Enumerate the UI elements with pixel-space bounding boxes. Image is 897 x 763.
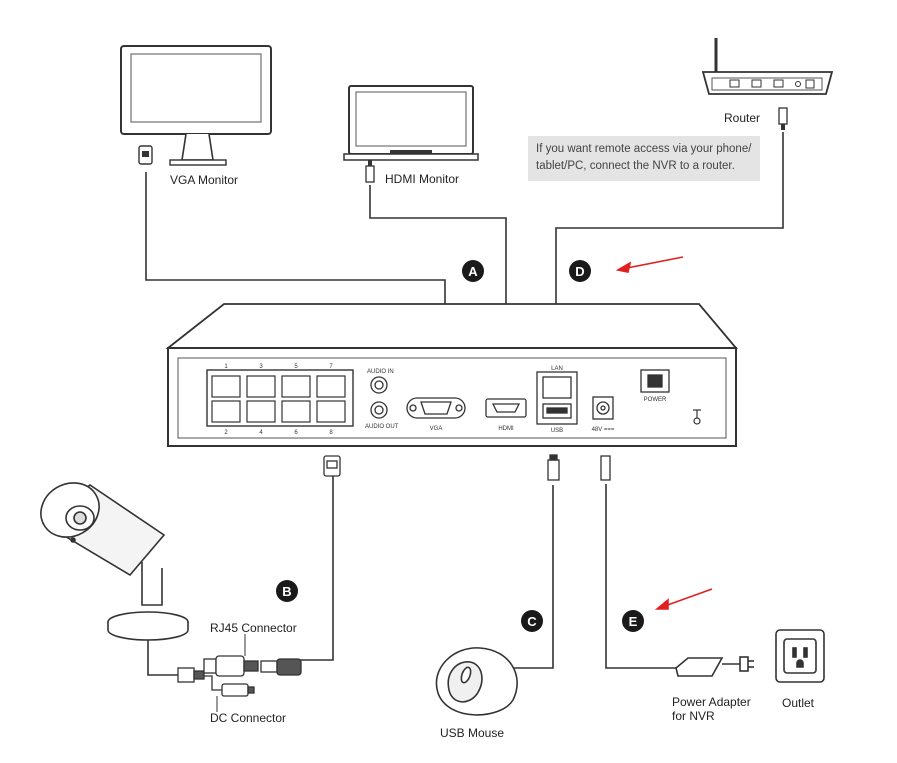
camera-lead	[147, 628, 178, 676]
marker-e: E	[622, 610, 644, 632]
hdmi-cable	[369, 185, 507, 308]
vga-cable	[145, 172, 446, 306]
connector-leader-lines	[216, 634, 246, 712]
ground-icon	[693, 409, 701, 425]
hdmi-port	[485, 398, 527, 418]
power-adapter-label-line2: for NVR	[672, 709, 715, 723]
svg-text:7: 7	[329, 364, 333, 370]
outlet-icon	[775, 629, 825, 683]
red-arrow-d	[615, 256, 684, 273]
svg-text:B: B	[282, 584, 291, 599]
svg-text:5: 5	[294, 364, 298, 370]
red-arrow-e	[654, 588, 713, 610]
svg-text:USB: USB	[551, 428, 563, 434]
router-remote-access-note: If you want remote access via your phone…	[528, 136, 760, 181]
marker-a: A	[462, 260, 484, 282]
svg-text:3: 3	[259, 364, 263, 370]
power-switch	[640, 369, 670, 393]
usb-mouse-cable	[512, 485, 554, 669]
svg-text:E: E	[629, 614, 638, 629]
camera-cable	[300, 475, 334, 661]
svg-text:D: D	[575, 264, 584, 279]
vga-monitor	[120, 45, 272, 166]
power-adapter	[675, 656, 754, 677]
poe-ports	[206, 369, 354, 427]
lan-usb-ports	[536, 371, 578, 425]
vga-port	[406, 397, 466, 419]
vga-monitor-label: VGA Monitor	[170, 173, 238, 187]
dc-in-port	[592, 396, 614, 420]
dc-connector-label: DC Connector	[210, 711, 286, 725]
router-note-line1: If you want remote access via your phone…	[536, 143, 752, 155]
lan-cable	[555, 132, 784, 308]
cables	[145, 132, 784, 676]
svg-text:8: 8	[329, 430, 333, 436]
usb-mouse	[435, 647, 518, 716]
svg-text:6: 6	[294, 430, 298, 436]
power-adapter-label-line1: Power Adapter	[672, 695, 751, 709]
usb-mouse-label: USB Mouse	[440, 726, 504, 740]
outlet-label: Outlet	[782, 696, 815, 710]
hdmi-monitor-label: HDMI Monitor	[385, 172, 459, 186]
hdmi-monitor	[343, 85, 479, 183]
svg-text:4: 4	[259, 430, 263, 436]
rj45-connector-label: RJ45 Connector	[210, 621, 297, 635]
svg-text:1: 1	[224, 364, 228, 370]
power-cable	[605, 484, 676, 669]
svg-text:AUDIO OUT: AUDIO OUT	[365, 424, 399, 430]
svg-text:VGA: VGA	[430, 426, 443, 432]
nvr-bottom-plugs	[323, 454, 611, 481]
router	[701, 38, 834, 130]
svg-text:AUDIO IN: AUDIO IN	[367, 369, 394, 375]
svg-text:POWER: POWER	[644, 397, 667, 403]
svg-text:A: A	[468, 264, 478, 279]
svg-text:C: C	[527, 614, 537, 629]
svg-text:HDMI: HDMI	[498, 426, 514, 432]
bullet-camera	[40, 482, 189, 641]
svg-text:LAN: LAN	[551, 366, 563, 372]
svg-text:48V ===: 48V ===	[592, 427, 615, 433]
router-note-line2: tablet/PC, connect the NVR to a router.	[536, 160, 735, 172]
marker-c: C	[521, 610, 543, 632]
audio-jacks	[370, 376, 388, 419]
nvr-recorder: 1 3 5 7 2 4 6 8 AUDIO IN AUDIO OUT VGA H…	[165, 303, 738, 447]
marker-b: B	[276, 580, 298, 602]
svg-text:2: 2	[224, 430, 228, 436]
camera-connectors	[177, 655, 302, 697]
marker-d: D	[569, 260, 591, 282]
router-label: Router	[724, 111, 760, 125]
